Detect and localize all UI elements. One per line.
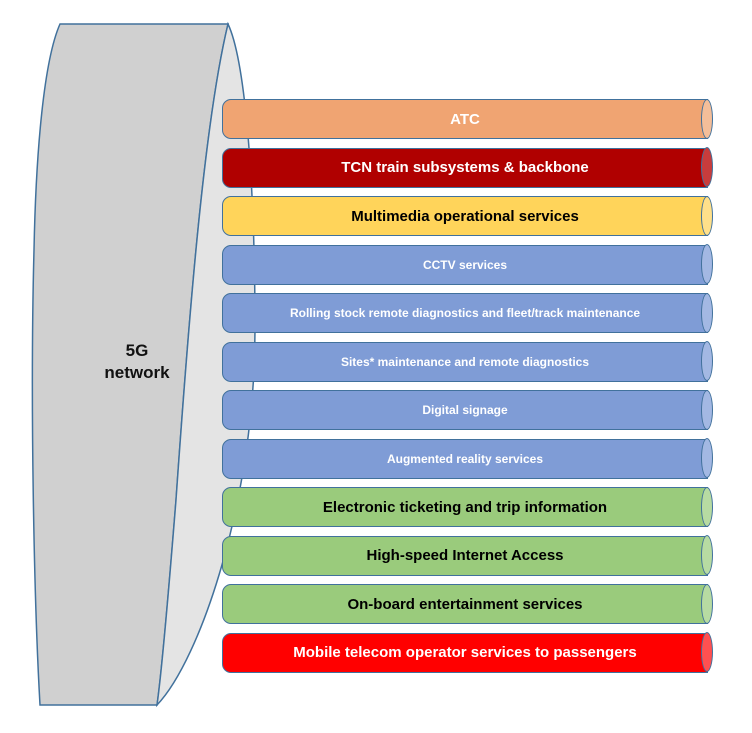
bar-end-cap xyxy=(701,583,713,624)
bar-end-cap xyxy=(701,244,713,284)
service-bar: Electronic ticketing and trip informatio… xyxy=(222,486,713,527)
service-label: Mobile telecom operator services to pass… xyxy=(293,644,637,661)
service-label: CCTV services xyxy=(422,257,508,272)
network-label: 5G network xyxy=(92,340,182,384)
service-bar: Multimedia operational services xyxy=(222,195,713,236)
bar-end-cap xyxy=(701,341,713,381)
network-label-line1: 5G xyxy=(125,341,149,360)
service-bar: Augmented reality services xyxy=(222,438,713,479)
service-bar: TCN train subsystems & backbone xyxy=(222,147,713,188)
bar-end-cap xyxy=(701,292,713,333)
service-label: Rolling stock remote diagnostics and fle… xyxy=(289,306,641,320)
bar-end-cap xyxy=(701,147,713,187)
bar-end-cap xyxy=(701,195,713,236)
service-label: Digital signage xyxy=(422,403,508,417)
service-label: Augmented reality services xyxy=(386,451,544,466)
network-label-line2: network xyxy=(104,363,170,382)
service-label: High-speed Internet Access xyxy=(366,547,564,564)
bar-end-cap xyxy=(701,535,713,575)
service-label: Multimedia operational services xyxy=(351,207,579,225)
service-label: TCN train subsystems & backbone xyxy=(341,159,589,176)
service-bar: High-speed Internet Access xyxy=(222,535,713,576)
bar-end-cap xyxy=(701,389,713,430)
service-label: On-board entertainment services xyxy=(347,595,583,613)
service-bar: Digital signage xyxy=(222,389,713,430)
service-bar: Mobile telecom operator services to pass… xyxy=(222,632,713,673)
bar-end-cap xyxy=(701,438,713,478)
service-label: Sites* maintenance and remote diagnostic… xyxy=(340,354,590,369)
service-bar: ATC xyxy=(222,98,713,139)
service-label: Electronic ticketing and trip informatio… xyxy=(322,498,608,516)
service-bar: Rolling stock remote diagnostics and fle… xyxy=(222,292,713,333)
service-label: ATC xyxy=(450,110,480,128)
service-bar: Sites* maintenance and remote diagnostic… xyxy=(222,341,713,382)
bar-end-cap xyxy=(701,486,713,527)
bar-end-cap xyxy=(701,632,713,672)
service-bar: On-board entertainment services xyxy=(222,583,713,624)
service-bar: CCTV services xyxy=(222,244,713,285)
bar-end-cap xyxy=(701,98,713,139)
